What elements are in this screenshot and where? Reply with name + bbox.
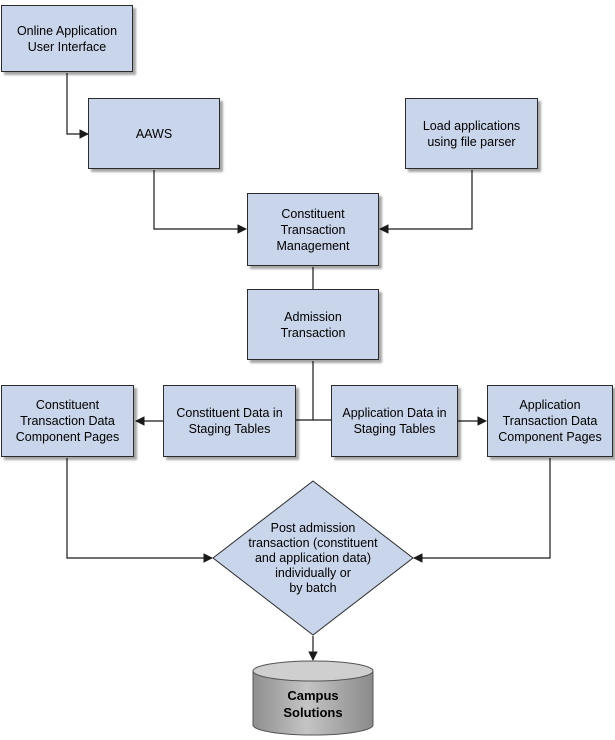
application-component-pages-box: Application Transaction Data Component P… bbox=[487, 385, 613, 457]
constituent-transaction-management-box: Constituent Transaction Management bbox=[247, 193, 379, 266]
connector-aaws-to-ctm bbox=[153, 170, 247, 234]
admission-transaction-box: Admission Transaction bbox=[247, 289, 379, 360]
load-applications-box: Load applications using file parser bbox=[405, 98, 538, 169]
campus-solutions-label: Campus Solutions bbox=[283, 688, 343, 720]
online-application-ui-label: Online Application User Interface bbox=[16, 23, 118, 54]
connector-ui-to-aaws bbox=[66, 73, 89, 139]
application-staging-tables-box: Application Data in Staging Tables bbox=[331, 385, 458, 457]
admission-transaction-label: Admission Transaction bbox=[280, 309, 346, 340]
constituent-staging-tables-box: Constituent Data in Staging Tables bbox=[163, 385, 296, 457]
connector-cpages-to-decision bbox=[66, 458, 213, 563]
connector-apages-to-decision bbox=[413, 458, 551, 563]
aaws-box: AAWS bbox=[88, 98, 220, 169]
constituent-component-pages-box: Constituent Transaction Data Component P… bbox=[1, 385, 134, 457]
post-transaction-diamond bbox=[212, 480, 414, 636]
constituent-component-pages-label: Constituent Transaction Data Component P… bbox=[15, 398, 120, 444]
load-applications-label: Load applications using file parser bbox=[422, 118, 521, 149]
campus-solutions-database-icon bbox=[252, 660, 374, 736]
application-component-pages-label: Application Transaction Data Component P… bbox=[498, 398, 602, 444]
aaws-label: AAWS bbox=[135, 126, 173, 141]
constituent-staging-tables-label: Constituent Data in Staging Tables bbox=[176, 406, 283, 436]
post-transaction-label: Post admission transaction (constituent … bbox=[248, 520, 378, 595]
application-staging-tables-label: Application Data in Staging Tables bbox=[342, 406, 447, 436]
online-application-ui-box: Online Application User Interface bbox=[1, 5, 133, 72]
constituent-transaction-management-label: Constituent Transaction Management bbox=[276, 206, 350, 253]
connector-load-to-ctm bbox=[379, 170, 473, 234]
